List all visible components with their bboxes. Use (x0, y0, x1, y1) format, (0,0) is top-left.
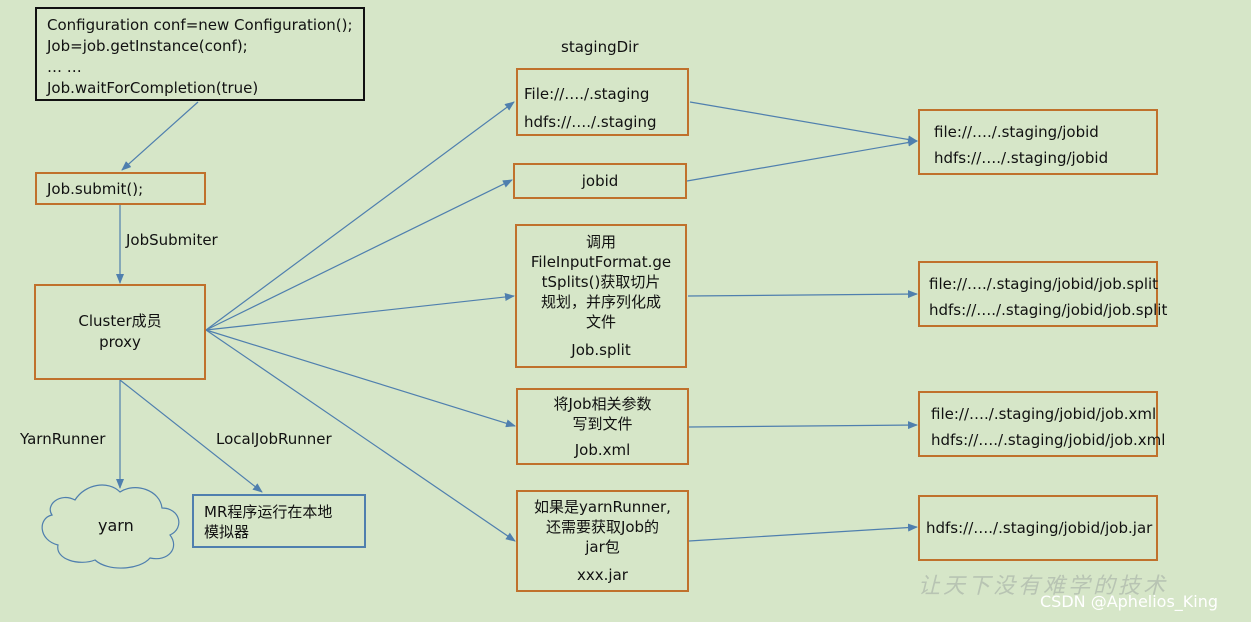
out-xml-line-2: hdfs://…./.staging/jobid/job.xml (931, 431, 1166, 449)
arrow-jar-to-out (688, 523, 918, 542)
arrow-jobid-to-out (686, 138, 918, 182)
out-split-box: file://…./.staging/jobid/job.split hdfs:… (918, 261, 1168, 327)
xml-line-1: 将Job相关参数 (553, 394, 652, 413)
split-line-2: FileInputFormat.ge (530, 253, 672, 271)
jobid-label: jobid (581, 171, 619, 190)
cluster-line-2: proxy (99, 333, 141, 351)
jar-line-1: 如果是yarnRunner, (534, 498, 671, 516)
code-box: Configuration conf=new Configuration(); … (35, 7, 365, 101)
code-line-3: … … (47, 58, 82, 76)
arrow-cluster-to-local (119, 379, 263, 493)
split-line-3: tSplits()获取切片 (541, 273, 661, 291)
local-line-1: MR程序运行在本地 (204, 503, 333, 521)
out-jobid-box: file://…./.staging/jobid hdfs://…./.stag… (918, 109, 1158, 175)
arrow-cluster-to-xml (205, 329, 516, 428)
code-line-4: Job.waitForCompletion(true) (47, 79, 259, 97)
arrow-cluster-to-jobid (205, 179, 513, 331)
staging-line-1: File://…./.staging (524, 85, 650, 103)
arrow-split-to-out (687, 290, 918, 299)
xml-line-2: 写到文件 (572, 414, 633, 433)
jobid-box: jobid (513, 163, 687, 199)
staging-dir-label: stagingDir (561, 38, 639, 56)
arrow-cluster-to-staging (205, 101, 515, 331)
split-line-5: 文件 (585, 313, 616, 331)
local-line-2: 模拟器 (204, 523, 250, 541)
watermark-chinese-text: 让天下没有难学的技术 (918, 574, 1169, 599)
out-jobid-line-1: file://…./.staging/jobid (934, 123, 1099, 141)
out-jobid-line-2: hdfs://…./.staging/jobid (934, 149, 1109, 167)
split-box: 调用 FileInputFormat.ge tSplits()获取切片 规划，并… (515, 224, 687, 368)
arrow-cluster-to-jar (205, 329, 516, 542)
jar-line-2: 还需要获取Job的 (545, 518, 660, 536)
out-jar-box: hdfs://…./.staging/jobid/job.jar (918, 495, 1158, 561)
csdn-watermark: CSDN @Aphelios_King (1040, 592, 1219, 611)
yarn-runner-label: YarnRunner (20, 430, 106, 448)
code-line-1: Configuration conf=new Configuration(); (47, 16, 353, 34)
split-line-4: 规划，并序列化成 (540, 293, 661, 311)
local-simulator-box: MR程序运行在本地 模拟器 (192, 494, 366, 548)
split-line-1: 调用 (585, 233, 616, 251)
jar-file-label: xxx.jar (577, 566, 628, 584)
arrow-staging-to-out (689, 101, 918, 144)
submit-box: Job.submit(); (35, 172, 206, 205)
xml-file-label: Job.xml (574, 440, 631, 459)
code-line-2: Job=job.getInstance(conf); (47, 37, 248, 55)
arrow-code-to-submit (121, 101, 199, 171)
arrow-cluster-to-split (205, 293, 515, 331)
staging-box: File://…./.staging hdfs://…./.staging (516, 68, 689, 136)
submit-label: Job.submit(); (47, 180, 144, 198)
yarn-cloud-shape (41, 484, 180, 569)
yarn-cloud-label: yarn (98, 516, 134, 535)
cluster-line-1: Cluster成员 (78, 312, 162, 330)
local-job-runner-label: LocalJobRunner (216, 430, 332, 448)
jar-box: 如果是yarnRunner, 还需要获取Job的 jar包 xxx.jar (516, 490, 689, 592)
staging-line-2: hdfs://…./.staging (524, 113, 657, 131)
out-xml-box: file://…./.staging/jobid/job.xml hdfs://… (918, 391, 1166, 457)
xml-box: 将Job相关参数 写到文件 Job.xml (516, 388, 689, 465)
arrow-xml-to-out (688, 421, 918, 430)
jar-line-3: jar包 (585, 538, 620, 556)
job-submiter-label: JobSubmiter (126, 231, 218, 249)
out-split-line-1: file://…./.staging/jobid/job.split (929, 275, 1159, 293)
cluster-box: Cluster成员 proxy (34, 284, 206, 380)
split-file-label: Job.split (571, 341, 631, 359)
out-jar-line-1: hdfs://…./.staging/jobid/job.jar (926, 519, 1153, 537)
out-xml-line-1: file://…./.staging/jobid/job.xml (931, 405, 1157, 423)
out-split-line-2: hdfs://…./.staging/jobid/job.split (929, 301, 1168, 319)
